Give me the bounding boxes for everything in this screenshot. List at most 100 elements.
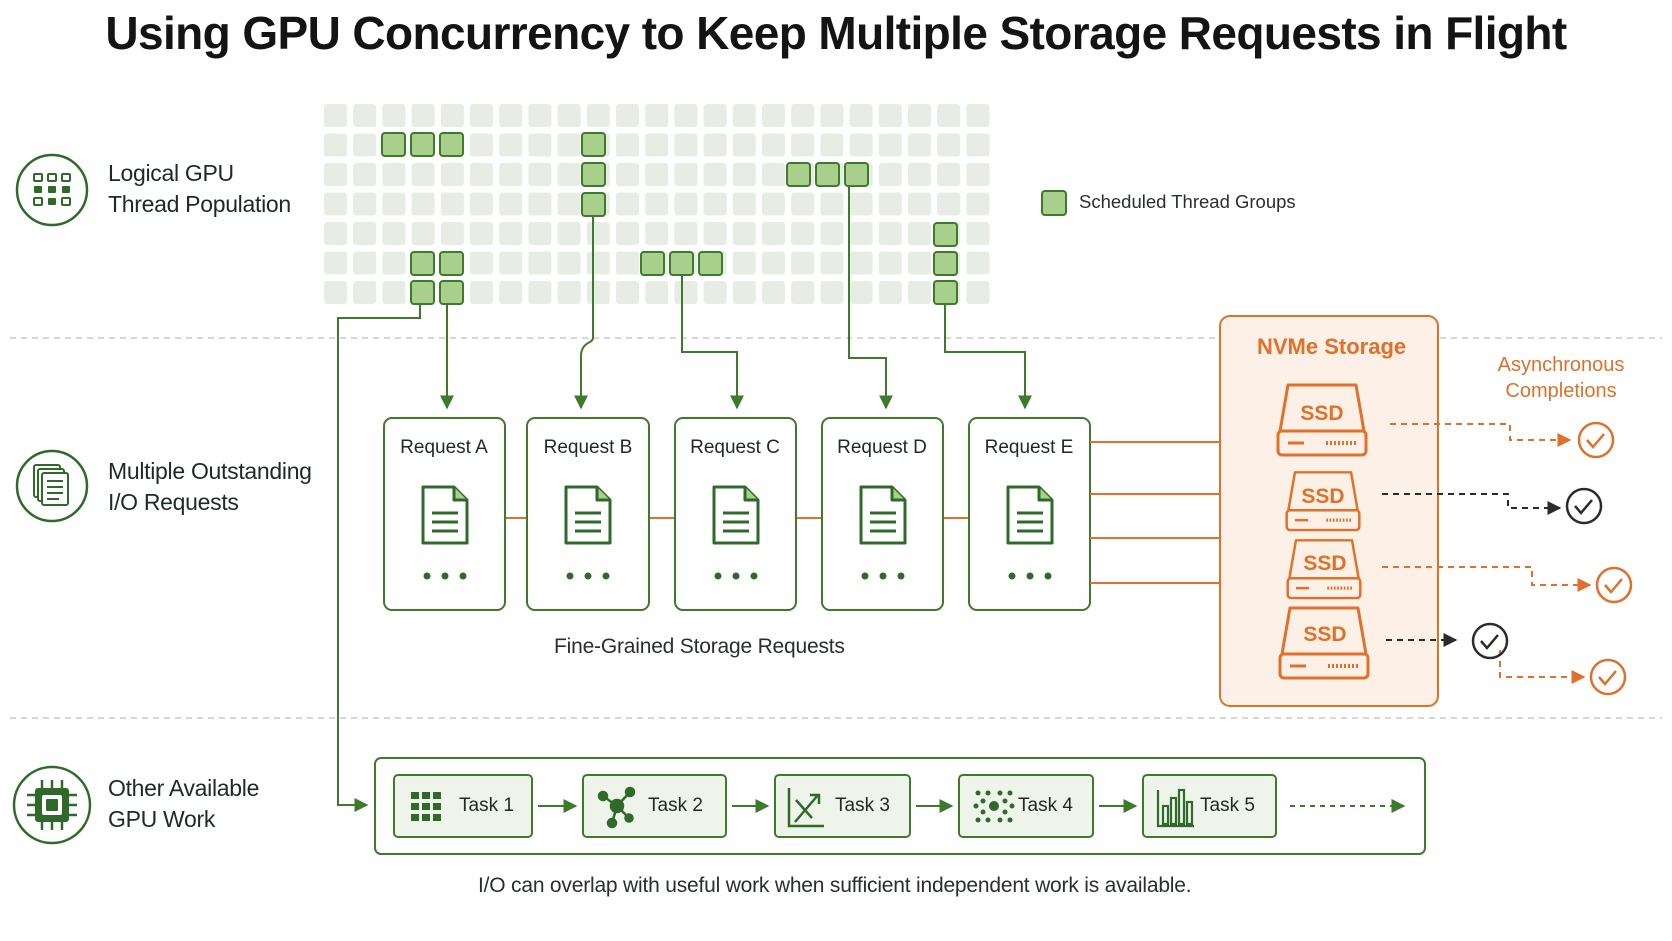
thread-cell (499, 163, 523, 186)
thread-cell (762, 251, 785, 275)
request-card-d[interactable] (821, 417, 944, 611)
ssd-label: SSD (1303, 552, 1347, 575)
thread-cell (353, 163, 377, 186)
task-label: Task 3 (835, 795, 890, 816)
thread-grid (324, 104, 990, 304)
task-label: Task 2 (648, 795, 703, 816)
thread-cell (732, 192, 756, 216)
thread-cell (411, 192, 435, 216)
request-card-e[interactable] (968, 417, 1091, 611)
thread-cell (791, 133, 815, 157)
thread-cell (878, 192, 902, 216)
task-grid-icon (411, 792, 441, 821)
thread-cell (820, 281, 844, 304)
thread-cell (703, 163, 727, 186)
row-label-io-requests: Multiple Outstanding I/O Requests (108, 456, 312, 518)
thread-cell (382, 163, 406, 186)
thread-cell (528, 222, 552, 245)
chart-arrow-icon (787, 788, 824, 828)
task-1-box[interactable] (393, 774, 533, 838)
thread-cell (674, 163, 698, 186)
thread-cell (440, 104, 464, 127)
request-label: Request C (690, 437, 780, 458)
thread-cell (878, 133, 902, 157)
thread-cell (353, 281, 377, 304)
row-label-line: Other Available (108, 775, 260, 801)
thread-cell (878, 222, 902, 245)
request-label: Request A (400, 437, 488, 458)
thread-cell (353, 133, 377, 157)
thread-cell (849, 192, 873, 216)
check-circle-icon (1471, 622, 1509, 660)
thread-cell (382, 222, 406, 245)
thread-group-e (933, 222, 958, 305)
thread-cell (878, 163, 902, 186)
thread-cell (762, 104, 785, 127)
thread-cell (878, 281, 902, 304)
request-card-c[interactable] (674, 417, 797, 611)
task-3-box[interactable] (774, 774, 911, 838)
thread-cell (908, 251, 931, 275)
thread-cell (470, 222, 493, 245)
thread-cell (762, 192, 785, 216)
row-label-line: I/O Requests (108, 489, 239, 515)
thread-cell (586, 104, 610, 127)
thread-cell (616, 163, 639, 186)
thread-group-a (381, 132, 464, 157)
thread-cell (324, 251, 347, 275)
check-circle-icon (1595, 566, 1633, 604)
thread-cell (440, 192, 464, 216)
thread-cell (878, 104, 902, 127)
thread-cell (557, 192, 581, 216)
ssd-label: SSD (1300, 402, 1344, 425)
ssd-label: SSD (1301, 485, 1345, 508)
request-card-a[interactable] (383, 417, 506, 611)
thread-cell (440, 163, 464, 186)
check-circle-icon (1589, 658, 1627, 696)
thread-cell (557, 251, 581, 275)
task-4-box[interactable] (958, 774, 1094, 838)
row-label-gpu-threads: Logical GPU Thread Population (108, 158, 291, 220)
thread-cell (966, 251, 990, 275)
thread-cell (616, 133, 639, 157)
request-label: Request E (984, 437, 1074, 458)
thread-cell (703, 104, 727, 127)
thread-groups (381, 132, 958, 305)
thread-cell (762, 281, 785, 304)
thread-cell (499, 251, 523, 275)
thread-cell (616, 192, 639, 216)
task-2-box[interactable] (582, 774, 727, 838)
connector-e (944, 304, 1032, 410)
thread-cell (470, 281, 493, 304)
thread-cell (820, 104, 844, 127)
thread-cell (849, 281, 873, 304)
thread-cell (324, 281, 347, 304)
row-label-line: GPU Work (108, 806, 216, 832)
requests-caption: Fine-Grained Storage Requests (554, 635, 845, 658)
thread-cell (674, 192, 698, 216)
thread-cell (324, 192, 347, 216)
thread-cell (645, 192, 669, 216)
thread-cell (557, 104, 581, 127)
thread-cell (908, 104, 931, 127)
thread-cell (820, 222, 844, 245)
thread-cell (762, 163, 785, 186)
bar-chart-icon (1156, 788, 1194, 828)
thread-cell (732, 281, 756, 304)
thread-group-square (410, 251, 464, 305)
task-label: Task 1 (459, 795, 514, 816)
thread-cell (499, 104, 523, 127)
thread-cell (470, 104, 493, 127)
thread-cell (353, 251, 377, 275)
nvme-storage-title: NVMe Storage (1257, 334, 1407, 359)
thread-group-c (640, 251, 723, 276)
thread-cell (616, 281, 639, 304)
thread-cell (703, 192, 727, 216)
thread-cell (470, 163, 493, 186)
request-label: Request B (543, 437, 633, 458)
thread-cell (411, 104, 435, 127)
connector-to-tasks (337, 304, 421, 812)
connector-b (574, 216, 594, 410)
request-card-b[interactable] (526, 417, 650, 611)
